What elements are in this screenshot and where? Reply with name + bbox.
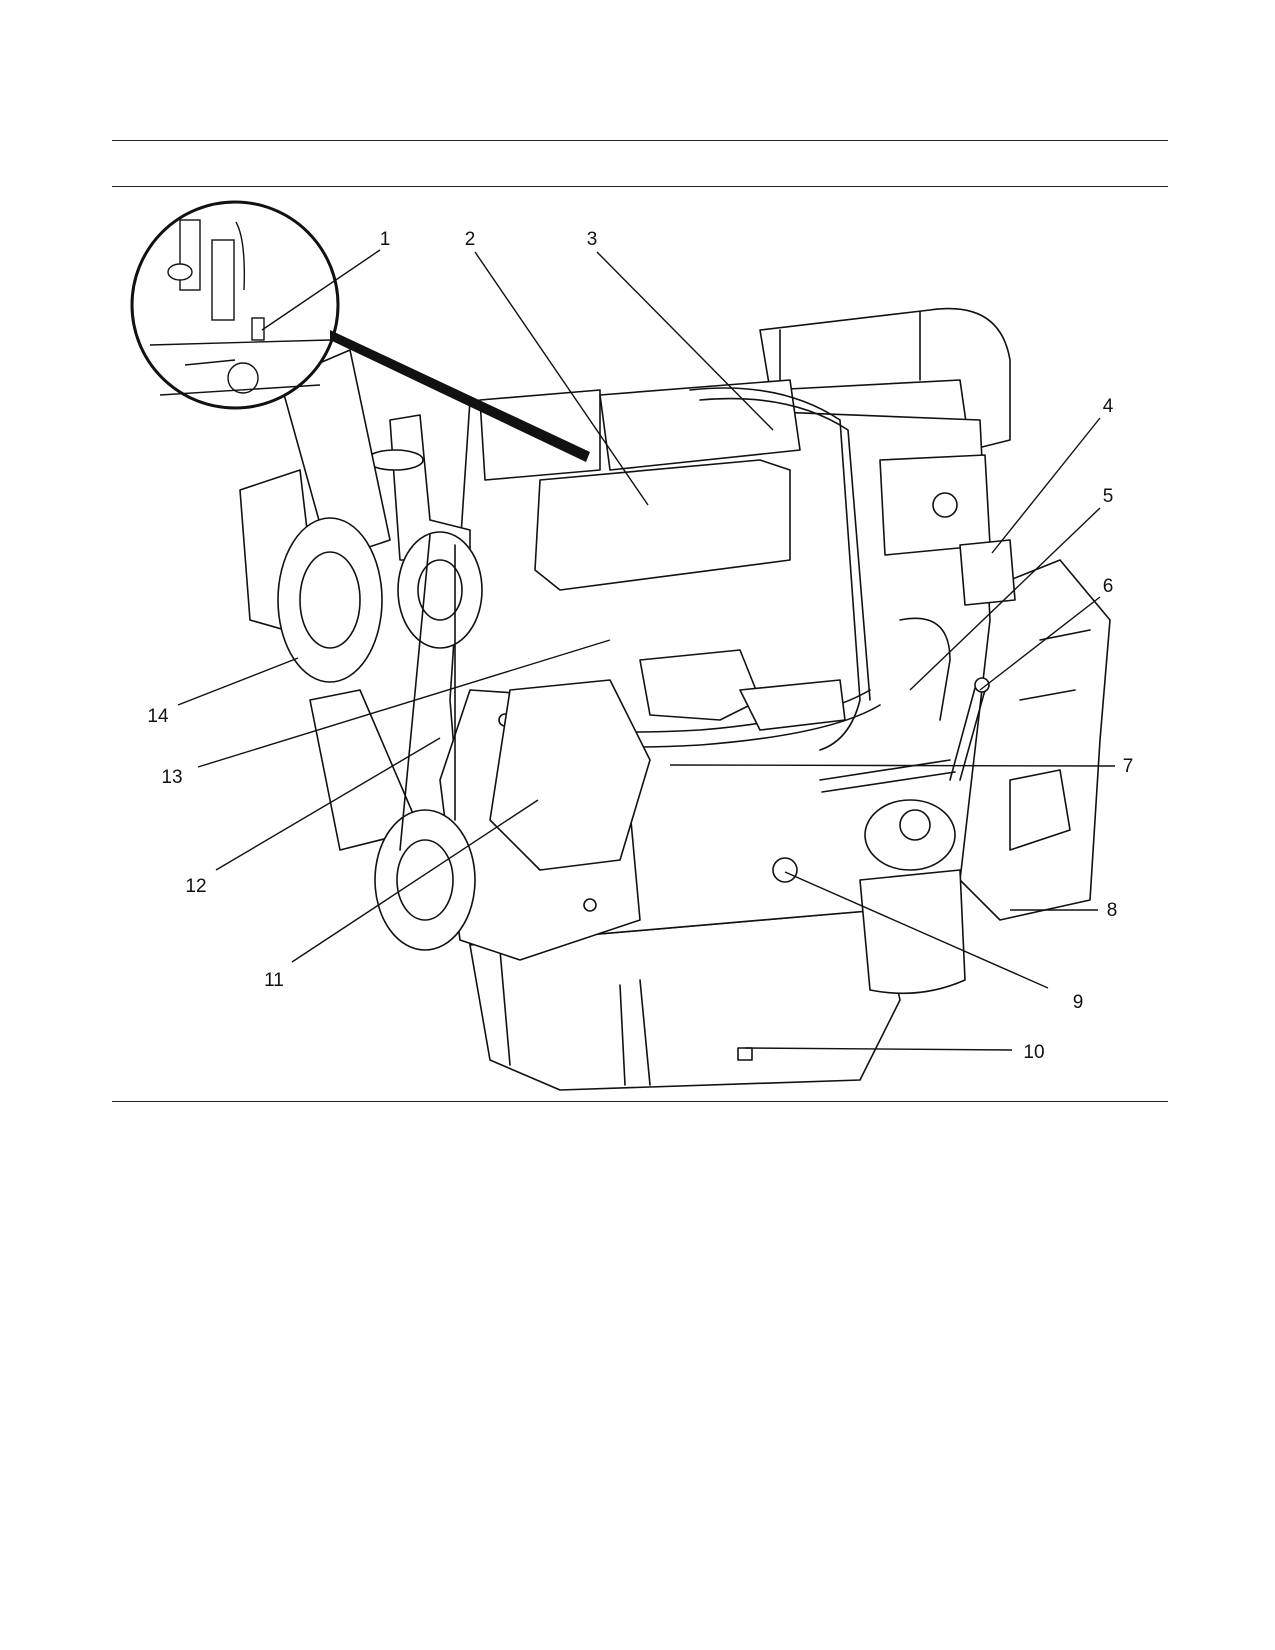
callout-5: 5 [1103, 486, 1114, 507]
flywheel-housing-detail [1009, 629, 1091, 851]
valve-cover [534, 459, 791, 591]
oil-pan-rib [499, 949, 651, 1086]
inset-pointer [330, 330, 590, 462]
leader-lines [177, 249, 1116, 1051]
header-top-rule [112, 140, 1168, 141]
callout-13: 13 [161, 767, 182, 788]
callout-labels: 1 2 3 4 5 6 7 8 9 10 11 12 13 14 [147, 229, 1133, 1063]
callout-6: 6 [1103, 576, 1114, 597]
fuel-line-b [699, 397, 871, 701]
leader-line-3 [596, 251, 774, 431]
drain-plug [737, 1047, 753, 1061]
leader-line-13 [197, 639, 611, 768]
leader-line-5 [909, 507, 1101, 691]
leader-line-6 [979, 596, 1101, 691]
fuel-line-a [689, 387, 861, 751]
crankshaft-pulley-hub [396, 839, 454, 921]
callout-3: 3 [587, 229, 598, 250]
leader-line-10 [744, 1047, 1013, 1051]
detail-inset [130, 200, 590, 462]
fan-blade-top [279, 349, 391, 561]
callout-7: 7 [1123, 756, 1134, 777]
engine-diagram: 1 2 3 4 5 6 7 8 9 10 11 12 13 14 [130, 200, 1133, 1091]
leader-line-2 [474, 251, 649, 506]
fuel-pump-bracket [739, 679, 846, 731]
header-bottom-rule [112, 186, 1168, 187]
timing-cover-bolt [583, 898, 597, 912]
fuel-pump [639, 649, 761, 721]
fuel-line-e [819, 759, 956, 793]
engine-line-drawing [239, 307, 1111, 1091]
callout-12: 12 [185, 876, 206, 897]
coolant-pipe [899, 617, 951, 721]
leader-line-14 [177, 657, 299, 706]
callout-2: 2 [465, 229, 476, 250]
fan-pulley-hub [299, 551, 361, 649]
leader-line-7 [669, 764, 1116, 767]
callout-4: 4 [1103, 396, 1114, 417]
oil-filter [859, 869, 966, 995]
callout-8: 8 [1107, 900, 1118, 921]
drive-belt [399, 534, 456, 851]
cover-cap [932, 492, 958, 518]
water-pump-hub [417, 559, 463, 621]
callout-11: 11 [264, 970, 284, 991]
callout-9: 9 [1073, 992, 1084, 1013]
oil-filter-nut [899, 809, 931, 841]
figure-bottom-rule [112, 1101, 1168, 1102]
water-outlet [959, 539, 1016, 606]
dipstick-handle [974, 677, 990, 693]
alternator [489, 679, 651, 871]
callout-14: 14 [147, 706, 169, 727]
flywheel-housing [959, 559, 1111, 921]
oil-pressure-switch [772, 857, 798, 883]
leader-line-12 [215, 737, 441, 871]
callout-10: 10 [1023, 1042, 1044, 1063]
leader-line-11 [291, 799, 539, 963]
leader-line-1 [261, 249, 381, 331]
leader-line-9 [784, 871, 1049, 989]
callout-1: 1 [380, 229, 391, 250]
inset-content [149, 219, 331, 396]
leader-line-4 [991, 417, 1101, 554]
